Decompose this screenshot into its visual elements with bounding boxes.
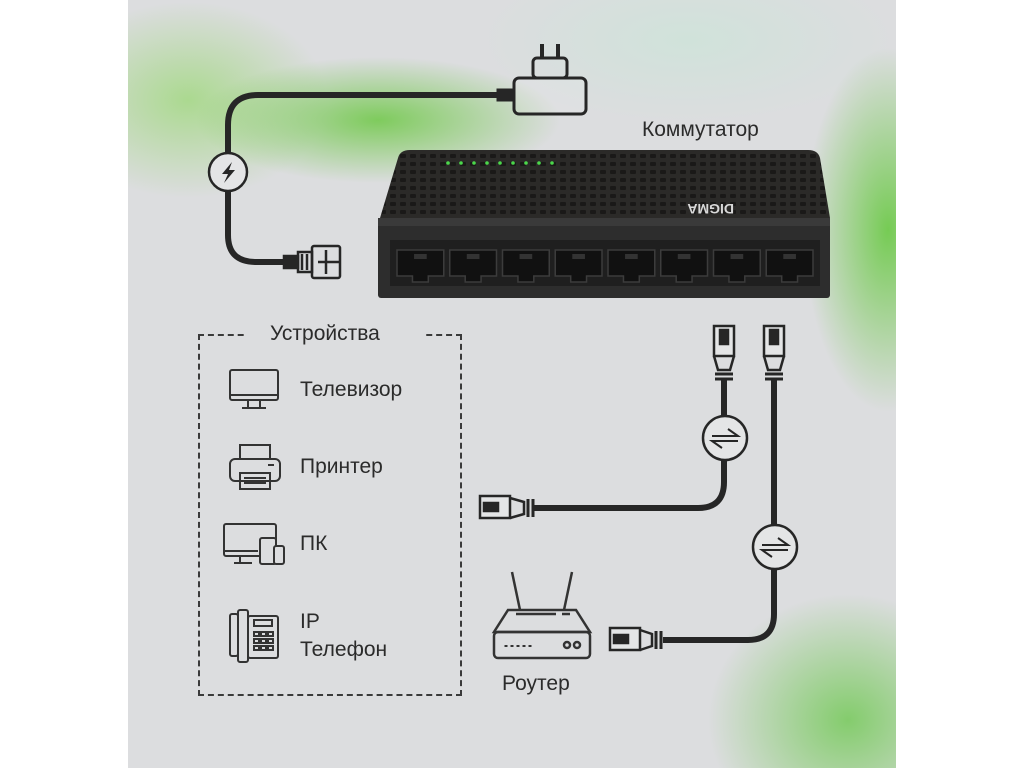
lightning-icon xyxy=(207,151,249,193)
device-label-printer: Принтер xyxy=(300,455,383,478)
dc-plug-icon xyxy=(282,244,342,280)
status-led xyxy=(472,161,476,165)
printer-icon xyxy=(229,444,281,490)
ethernet-port xyxy=(660,249,709,283)
tv-icon xyxy=(229,369,279,409)
status-led xyxy=(459,161,463,165)
switch-ports xyxy=(396,249,814,283)
devices-title-backdrop xyxy=(246,330,424,340)
status-led xyxy=(550,161,554,165)
data-transfer-icon xyxy=(751,523,799,571)
diagram-graphics: DIGMA xyxy=(207,44,830,663)
ip-phone-icon xyxy=(229,609,279,663)
device-label-pc: ПК xyxy=(300,532,328,555)
ethernet-port xyxy=(765,249,814,283)
status-led xyxy=(524,161,528,165)
status-led xyxy=(446,161,450,165)
device-label-ip: IP xyxy=(300,610,320,633)
ethernet-port xyxy=(449,249,498,283)
switch-title: Коммутатор xyxy=(642,118,759,141)
devices-cable xyxy=(533,380,727,511)
status-led xyxy=(498,161,502,165)
device-label-tv: Телевизор xyxy=(300,378,403,401)
status-led xyxy=(511,161,515,165)
router-label: Роутер xyxy=(502,672,570,695)
power-adapter-icon xyxy=(496,44,588,116)
ethernet-port xyxy=(396,249,445,283)
devices-group-title: Устройства xyxy=(270,322,380,345)
ethernet-port xyxy=(554,249,603,283)
status-led xyxy=(537,161,541,165)
switch-brand-logo: DIGMA xyxy=(687,201,734,217)
ethernet-port xyxy=(501,249,550,283)
router-cable xyxy=(663,380,777,643)
ethernet-port xyxy=(607,249,656,283)
rj45-plug-icon xyxy=(608,626,663,652)
rj45-plug-icon xyxy=(478,494,535,520)
switch-leds xyxy=(446,161,554,165)
network-switch: DIGMA xyxy=(378,150,830,298)
device-label-phone: Телефон xyxy=(300,638,388,661)
ethernet-port xyxy=(712,249,761,283)
rj45-plug-icon xyxy=(762,324,786,381)
pc-devices-icon xyxy=(223,523,285,565)
rj45-plug-icon xyxy=(712,324,736,381)
router-icon xyxy=(491,571,593,660)
status-led xyxy=(485,161,489,165)
data-transfer-icon xyxy=(701,414,749,462)
diagram-canvas: DIGMA xyxy=(128,0,896,768)
